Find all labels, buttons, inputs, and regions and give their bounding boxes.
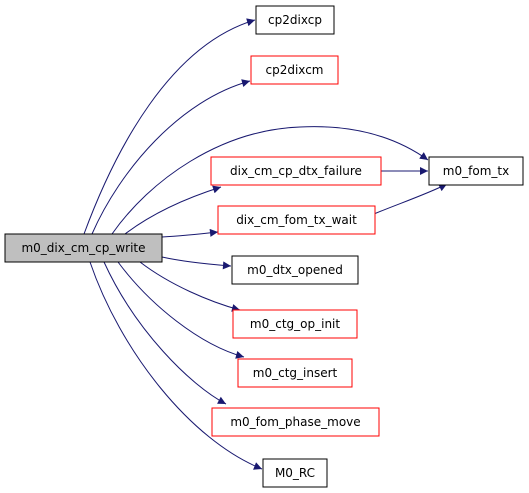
node-m0-fom-tx[interactable]: m0_fom_tx — [428, 156, 524, 186]
edge-root-cp2dixcp — [83, 18, 256, 235]
node-box — [232, 309, 358, 339]
node-label: M0_RC — [275, 466, 315, 480]
node-box — [262, 458, 328, 488]
node-box — [428, 156, 524, 186]
node-label: m0_ctg_insert — [253, 366, 338, 380]
node-cp2dixcp[interactable]: cp2dixcp — [255, 5, 335, 35]
node-m0-dtx-opened[interactable]: m0_dtx_opened — [231, 255, 359, 285]
edge-root-fom-phase-move — [103, 261, 227, 405]
node-label: m0_dtx_opened — [247, 263, 343, 277]
node-m0-ctg-op-init[interactable]: m0_ctg_op_init — [232, 309, 358, 339]
node-m0-rc[interactable]: M0_RC — [262, 458, 328, 488]
edge-root-cp2dixcm — [91, 79, 251, 235]
edges — [83, 18, 448, 470]
node-label: m0_fom_tx — [443, 164, 509, 178]
node-m0-ctg-insert[interactable]: m0_ctg_insert — [237, 358, 353, 388]
node-label: dix_cm_cp_dtx_failure — [230, 164, 362, 178]
node-box — [255, 5, 335, 35]
edge-root-rc — [89, 261, 263, 470]
node-box — [237, 358, 353, 388]
node-box — [250, 55, 339, 85]
node-label: cp2dixcm — [266, 63, 324, 77]
node-box — [4, 233, 163, 263]
node-m0-fom-phase-move[interactable]: m0_fom_phase_move — [211, 407, 380, 437]
node-label: m0_fom_phase_move — [230, 415, 360, 429]
node-label: cp2dixcp — [268, 13, 322, 27]
node-box — [210, 156, 382, 186]
node-label: dix_cm_fom_tx_wait — [236, 213, 357, 227]
node-box — [211, 407, 380, 437]
edge-root-dtx-opened — [161, 256, 232, 270]
node-dix-cm-fom-tx-wait[interactable]: dix_cm_fom_tx_wait — [217, 205, 376, 235]
edge-fom-tx-wait-fom-tx — [373, 183, 448, 215]
node-cp2dixcm[interactable]: cp2dixcm — [250, 55, 339, 85]
node-dix-cm-cp-dtx-failure[interactable]: dix_cm_cp_dtx_failure — [210, 156, 382, 186]
node-box — [217, 205, 376, 235]
edge-root-ctg-insert — [117, 261, 245, 359]
edge-root-dtx-failure — [124, 185, 222, 235]
node-label: m0_dix_cm_cp_write — [21, 241, 145, 255]
node-box — [231, 255, 359, 285]
edge-root-ctg-op-init — [139, 261, 241, 312]
node-root[interactable]: m0_dix_cm_cp_write — [4, 233, 163, 263]
edge-root-fom-tx-wait — [161, 228, 219, 238]
edge-root-fom-tx — [111, 126, 429, 235]
node-label: m0_ctg_op_init — [250, 317, 340, 331]
